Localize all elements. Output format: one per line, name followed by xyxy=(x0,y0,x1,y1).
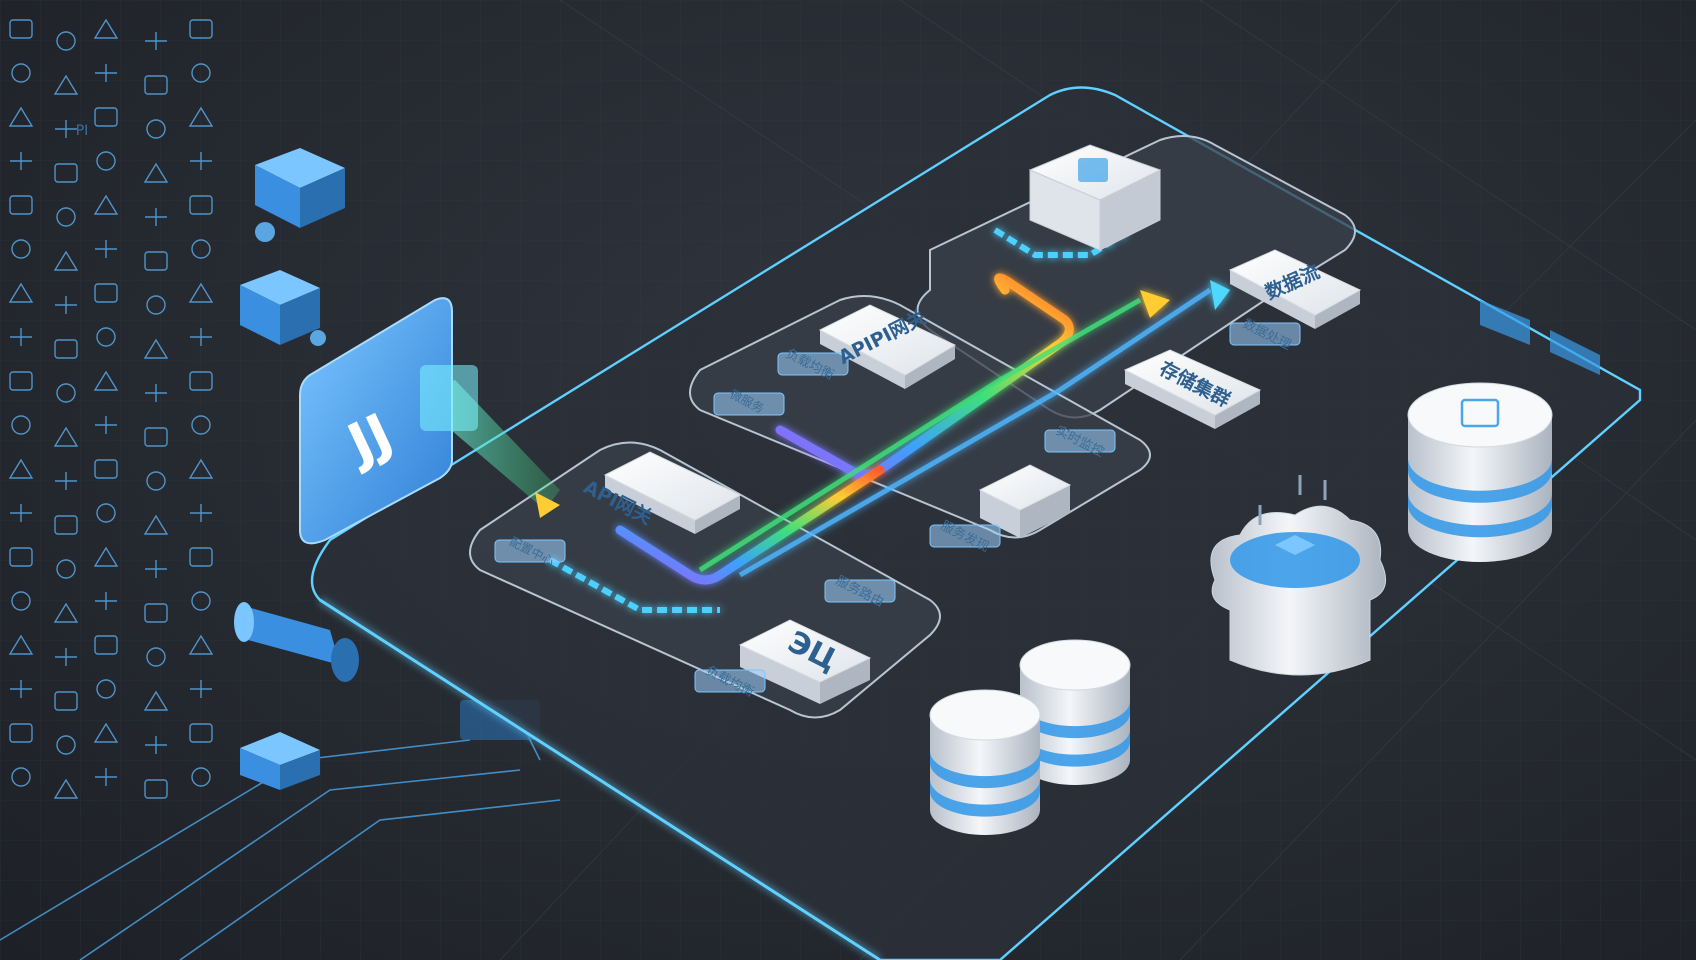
hardware-block-1 xyxy=(255,148,345,242)
hub-panel xyxy=(299,297,478,545)
chip-load-balance xyxy=(777,352,849,376)
left-icon-wall xyxy=(8,18,214,799)
chip-route-front xyxy=(824,579,896,603)
tile-storage-cluster xyxy=(1123,349,1262,429)
chip-service-route xyxy=(713,392,785,416)
right-flow-arrows xyxy=(1480,300,1600,375)
hardware-block-3 xyxy=(240,732,320,790)
hardware-cylinder xyxy=(234,602,359,682)
chip-load-balance-small xyxy=(694,669,766,693)
database-cylinder-front xyxy=(929,689,1041,835)
data-flow-ribbon xyxy=(615,273,1230,585)
db-top-icon xyxy=(1460,398,1500,428)
database-cylinder-mid xyxy=(1019,639,1131,785)
cloud-service xyxy=(1210,475,1387,676)
tile-data-stream xyxy=(1228,249,1362,329)
tile-gateway-front xyxy=(603,451,742,534)
tile-api-gateway-top xyxy=(818,304,957,389)
panel-glyph: PI xyxy=(76,123,89,139)
chip-data-process xyxy=(1229,322,1301,346)
tile-micro-service xyxy=(738,619,872,704)
hardware-block-2 xyxy=(240,270,326,346)
database-cylinder-right xyxy=(1407,382,1553,562)
chip-service-discovery xyxy=(1044,429,1116,453)
led-strip-front xyxy=(548,557,720,613)
top-service-cube xyxy=(1028,144,1162,251)
chip-left-gateway xyxy=(494,539,566,563)
tile-monitor xyxy=(978,464,1072,538)
chip-config-center xyxy=(929,524,1001,548)
